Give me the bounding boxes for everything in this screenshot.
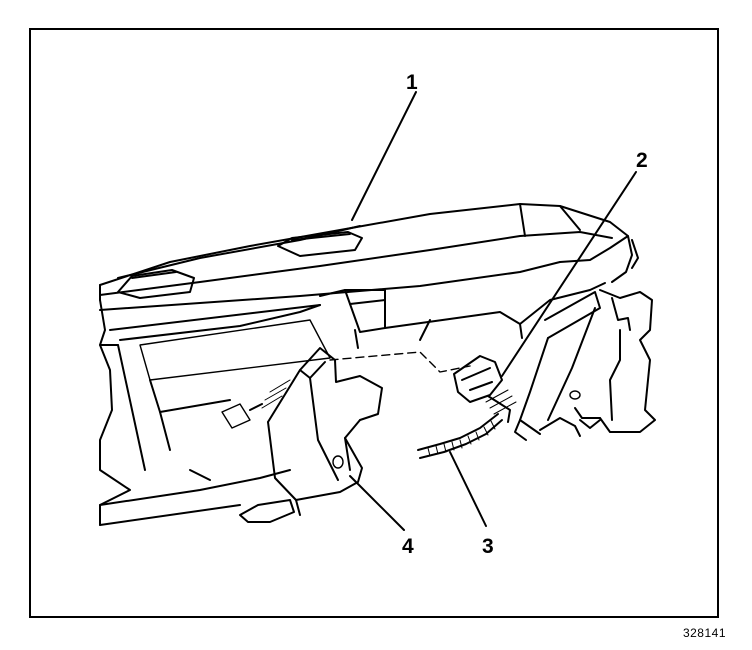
leader-line-2 — [501, 171, 637, 377]
guide-dashed-line — [329, 351, 471, 373]
illustration-frame — [29, 28, 719, 618]
figure-id: 328141 — [682, 626, 726, 640]
callout-1: 1 — [406, 71, 418, 94]
callout-3: 3 — [482, 535, 494, 558]
callout-2: 2 — [636, 149, 648, 172]
instrument-panel-carrier — [99, 203, 656, 526]
knee-bolster-bracket — [221, 347, 383, 523]
leader-line-1 — [351, 91, 417, 221]
leader-line-3 — [449, 451, 487, 527]
wire-harness — [417, 413, 503, 459]
callout-4: 4 — [402, 535, 414, 558]
leader-line-4 — [349, 475, 405, 531]
electrical-connector — [453, 355, 517, 423]
